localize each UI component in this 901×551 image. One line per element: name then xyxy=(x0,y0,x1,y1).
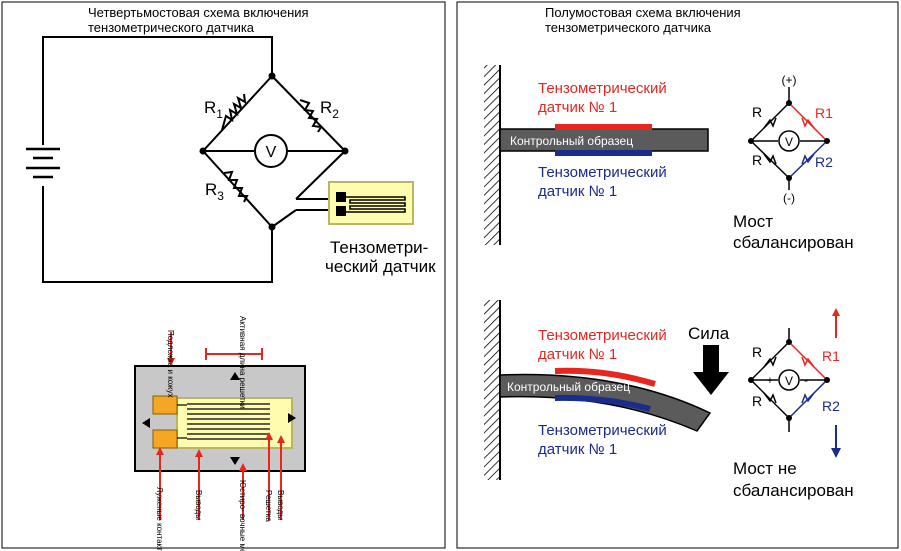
sample-label-bottom: Контрольный образец xyxy=(507,380,630,394)
gauge2-top-label-line2: датчик № 1 xyxy=(538,183,617,200)
voltmeter-unbalanced-icon xyxy=(778,369,800,391)
gauge1-top xyxy=(555,124,652,130)
r2-unbalanced-label: R2 xyxy=(822,398,840,414)
junction-dots xyxy=(199,72,349,231)
resistor-r3-icon xyxy=(223,170,249,203)
r1-unbalanced-label: R1 xyxy=(822,348,840,364)
right-title-line1: Полумостовая схема включения xyxy=(545,5,741,20)
r-upper-left-unbalanced-label: R xyxy=(752,344,762,360)
right-panel: Полумостовая схема включения тензометрич… xyxy=(456,1,899,549)
left-panel: Четвертьмостовая схема включения тензоме… xyxy=(1,1,446,551)
label-substrate: Подложка и кожух xyxy=(166,330,175,398)
gauge1-bent-top xyxy=(554,367,656,387)
r1-label: R1 xyxy=(204,98,223,121)
minus-terminal-label: (-) xyxy=(783,191,795,205)
gauge2-top-label-line1: Тензометрический xyxy=(538,164,667,181)
sign-minus-label: - xyxy=(804,375,808,387)
alignment-mark-right-icon xyxy=(288,413,296,423)
gauge-label-line2: ческий датчик xyxy=(325,257,436,276)
gauge2-bottom xyxy=(555,150,652,156)
left-title-line1: Четвертьмостовая схема включения xyxy=(88,5,309,20)
unbalanced-label-line2: сбалансирован xyxy=(733,481,854,500)
resistor-r1-icon xyxy=(221,93,247,131)
r-lower-left-label: R xyxy=(752,152,762,168)
solder-pad-top xyxy=(152,395,178,415)
gauge-detail-labels: Подложка и кожух Активная длина решетки … xyxy=(155,316,285,551)
r2-balanced-label: R2 xyxy=(815,154,833,170)
label-leads: Выводы xyxy=(194,490,203,520)
label-solder-contacts: Луженые контакты xyxy=(155,487,164,551)
battery-icon xyxy=(26,147,60,179)
resistor-r2-icon xyxy=(299,99,323,133)
label-leads2: Выводы xyxy=(276,490,285,520)
gauge1-top-label-line1: Тензометрический xyxy=(538,80,667,97)
balanced-label-line1: Мост xyxy=(733,212,773,231)
voltmeter-balanced-label: V xyxy=(785,135,793,149)
plus-terminal-label: (+) xyxy=(782,73,797,87)
balanced-label-line2: сбалансирован xyxy=(733,233,854,252)
callout-arrows xyxy=(156,332,285,520)
sign-plus-label: + xyxy=(767,375,773,387)
left-title-line2: тензометрического датчика xyxy=(88,20,255,35)
unbalanced-label-line1: Мост не xyxy=(733,459,797,478)
voltmeter-balanced-icon xyxy=(778,130,800,152)
unbalanced-scenario: Контрольный образец Тензометрический дат… xyxy=(484,300,854,500)
voltmeter-unbalanced-label: V xyxy=(785,374,793,388)
wall-top xyxy=(484,65,500,245)
right-title-line2: тензометрического датчика xyxy=(545,20,712,35)
gauge1-bottom-label-line1: Тензометрический xyxy=(538,327,667,344)
alignment-mark-bottom-icon xyxy=(230,457,240,465)
alignment-mark-top-icon xyxy=(230,372,240,380)
r-upper-left-label: R xyxy=(752,104,762,120)
label-alignment-marks: Юстиро- вочные метки xyxy=(238,480,247,551)
gauge-grid-area xyxy=(176,397,293,449)
right-panel-border xyxy=(456,1,899,549)
force-label: Сила xyxy=(688,324,730,343)
label-grid: Решетка xyxy=(264,490,273,522)
alignment-mark-left-icon xyxy=(142,418,150,428)
gauge2-bottom-label-line2: датчик № 1 xyxy=(538,441,617,458)
r3-label: R3 xyxy=(205,180,224,203)
r-lower-left-unbalanced-label: R xyxy=(752,393,762,409)
quarter-bridge-wiring xyxy=(42,36,346,283)
solder-pad-bottom xyxy=(152,429,178,449)
strain-gauge-icon xyxy=(328,181,414,225)
gauge-grid-lines xyxy=(177,403,270,440)
wall-bottom xyxy=(484,300,500,480)
gauge2-bottom-label-line1: Тензометрический xyxy=(538,422,667,439)
force-arrow-icon xyxy=(693,345,729,395)
sample-label-top: Контрольный образец xyxy=(510,134,633,148)
gauge2-bent-bottom xyxy=(554,394,651,412)
balanced-scenario: Контрольный образец Тензометрический дат… xyxy=(484,65,854,252)
half-bridge-unbalanced: V + - R R R1 R2 xyxy=(748,328,840,432)
r1-balanced-label: R1 xyxy=(815,105,833,121)
voltmeter-label: V xyxy=(266,144,277,161)
label-active-length: Активная длина решетки xyxy=(238,316,247,409)
r2-label: R2 xyxy=(320,98,339,121)
voltmeter-icon xyxy=(254,134,288,168)
gauge1-top-label-line2: датчик № 1 xyxy=(538,99,617,116)
half-bridge-balanced: (+) V R R R1 R2 (-) xyxy=(748,73,833,205)
gauge-label-line1: Тензометри- xyxy=(330,238,428,257)
gauge1-bottom-label-line2: датчик № 1 xyxy=(538,346,617,363)
